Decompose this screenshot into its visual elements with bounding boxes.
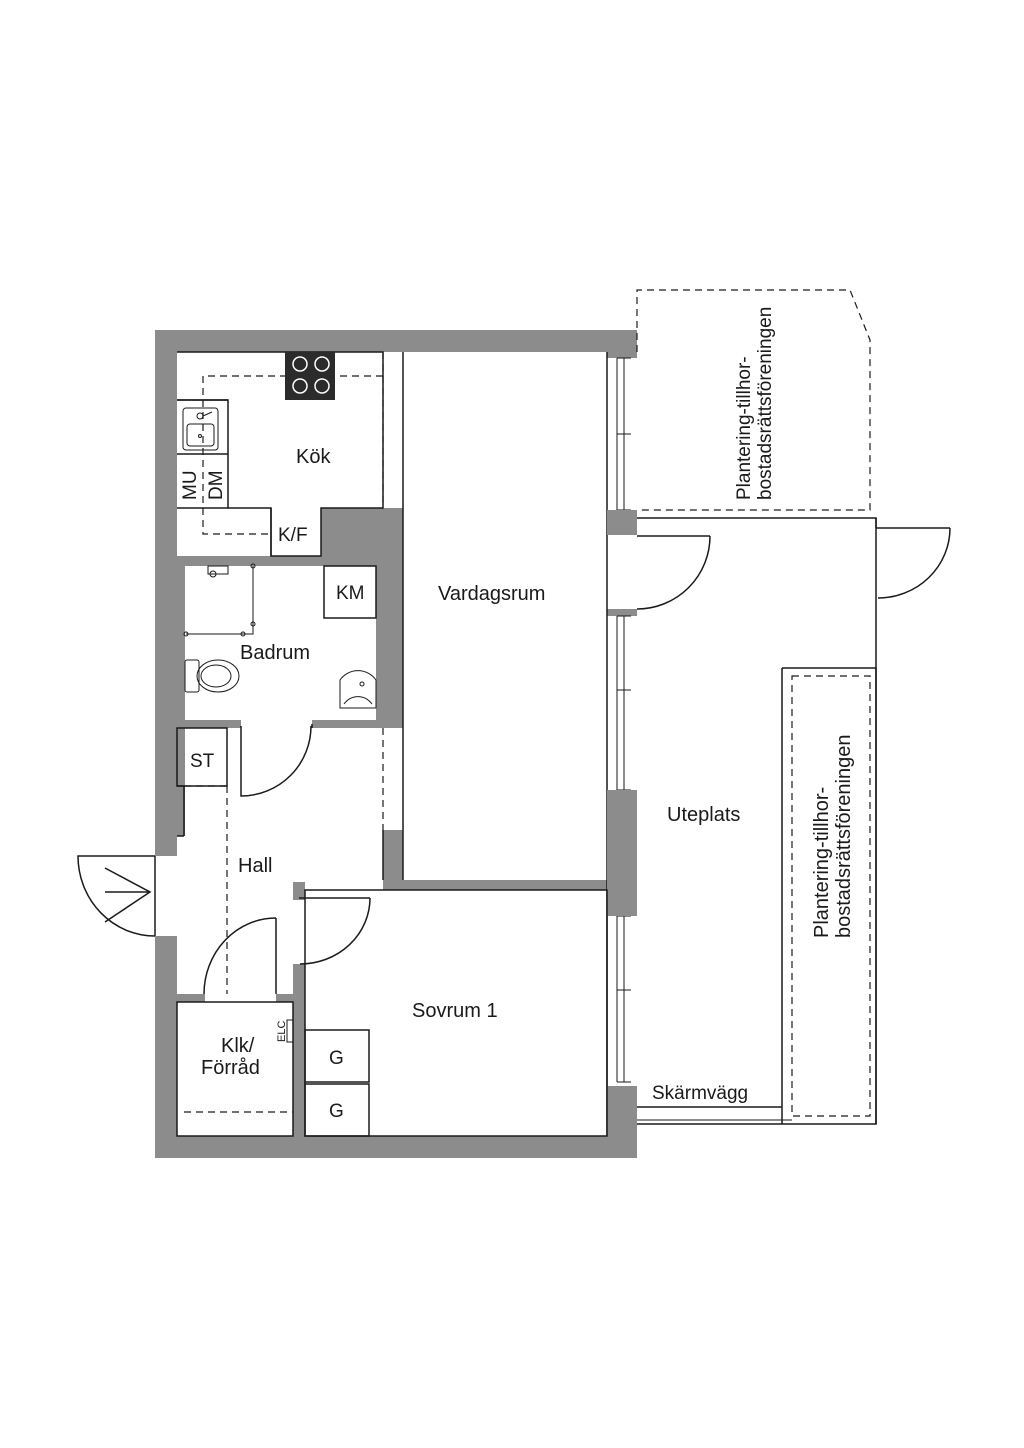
partition-hall-stub — [293, 882, 305, 900]
partition-kitchen-bath — [177, 556, 403, 566]
partition-bath-bottom-right — [312, 720, 403, 728]
label-uteplats: Uteplats — [667, 804, 740, 826]
label-g1: G — [329, 1048, 344, 1069]
planting-right-outline — [791, 675, 871, 1117]
shower-icon — [207, 565, 229, 578]
partition-bedroom-left — [293, 964, 305, 1136]
doors — [77, 527, 951, 995]
wardrobe-2 — [304, 1083, 370, 1137]
label-kf: K/F — [278, 525, 308, 546]
label-planting-right-1: Plantering-tillhor- — [811, 787, 833, 938]
patio-door — [876, 527, 951, 599]
storage — [176, 1001, 294, 1137]
toilet-icon — [184, 659, 240, 693]
label-sovrum: Sovrum 1 — [412, 1000, 498, 1022]
label-g2: G — [329, 1101, 344, 1122]
entrance-door — [77, 855, 156, 937]
partition-storage-top-r — [276, 994, 305, 1002]
label-mu: MU — [180, 470, 201, 500]
partition-bath-bottom-left — [177, 720, 241, 728]
partition-bath-left — [177, 566, 185, 728]
bathroom — [183, 563, 377, 709]
kitchen — [177, 351, 384, 557]
label-badrum: Badrum — [240, 642, 310, 664]
bedroom — [304, 889, 608, 1137]
label-forrad-1: Klk/ — [221, 1035, 255, 1057]
label-st: ST — [190, 751, 215, 772]
partition-storage-top — [177, 994, 205, 1002]
hall — [176, 727, 384, 994]
label-km: KM — [336, 583, 365, 604]
planting-top-outline — [636, 289, 871, 511]
walls — [153, 330, 639, 1158]
labels: Kök Vardagsrum Badrum Hall Sovrum 1 Klk/… — [180, 307, 855, 1122]
label-planting-right-2: bostadsrättsföreningen — [833, 735, 855, 938]
label-hall: Hall — [238, 855, 272, 877]
partition-kf-block — [321, 508, 403, 566]
label-skarmvagg: Skärmvägg — [652, 1083, 748, 1104]
washbasin-icon — [339, 670, 377, 709]
windows — [607, 357, 637, 1158]
stove-burners — [292, 356, 330, 394]
label-planting-top-1: Plantering-tillhor- — [734, 356, 755, 500]
label-dm: DM — [206, 470, 227, 500]
label-kok: Kök — [296, 446, 331, 468]
patio — [636, 289, 877, 1125]
label-forrad-2: Förråd — [201, 1057, 260, 1079]
partition-living-bedroom — [383, 880, 607, 890]
storage-door — [203, 917, 277, 995]
label-planting-top-2: bostadsrättsföreningen — [755, 307, 776, 500]
wardrobe-1 — [304, 1029, 370, 1083]
bathroom-door — [240, 724, 313, 797]
partition-living-left — [383, 830, 403, 882]
label-vardagsrum: Vardagsrum — [438, 583, 545, 605]
balcony-door — [636, 535, 711, 610]
partition-st — [177, 728, 185, 836]
sink-icon — [182, 407, 219, 451]
partition-bath-right — [376, 566, 403, 728]
bedroom-door — [299, 897, 371, 965]
label-elc: ELC — [276, 1021, 288, 1042]
